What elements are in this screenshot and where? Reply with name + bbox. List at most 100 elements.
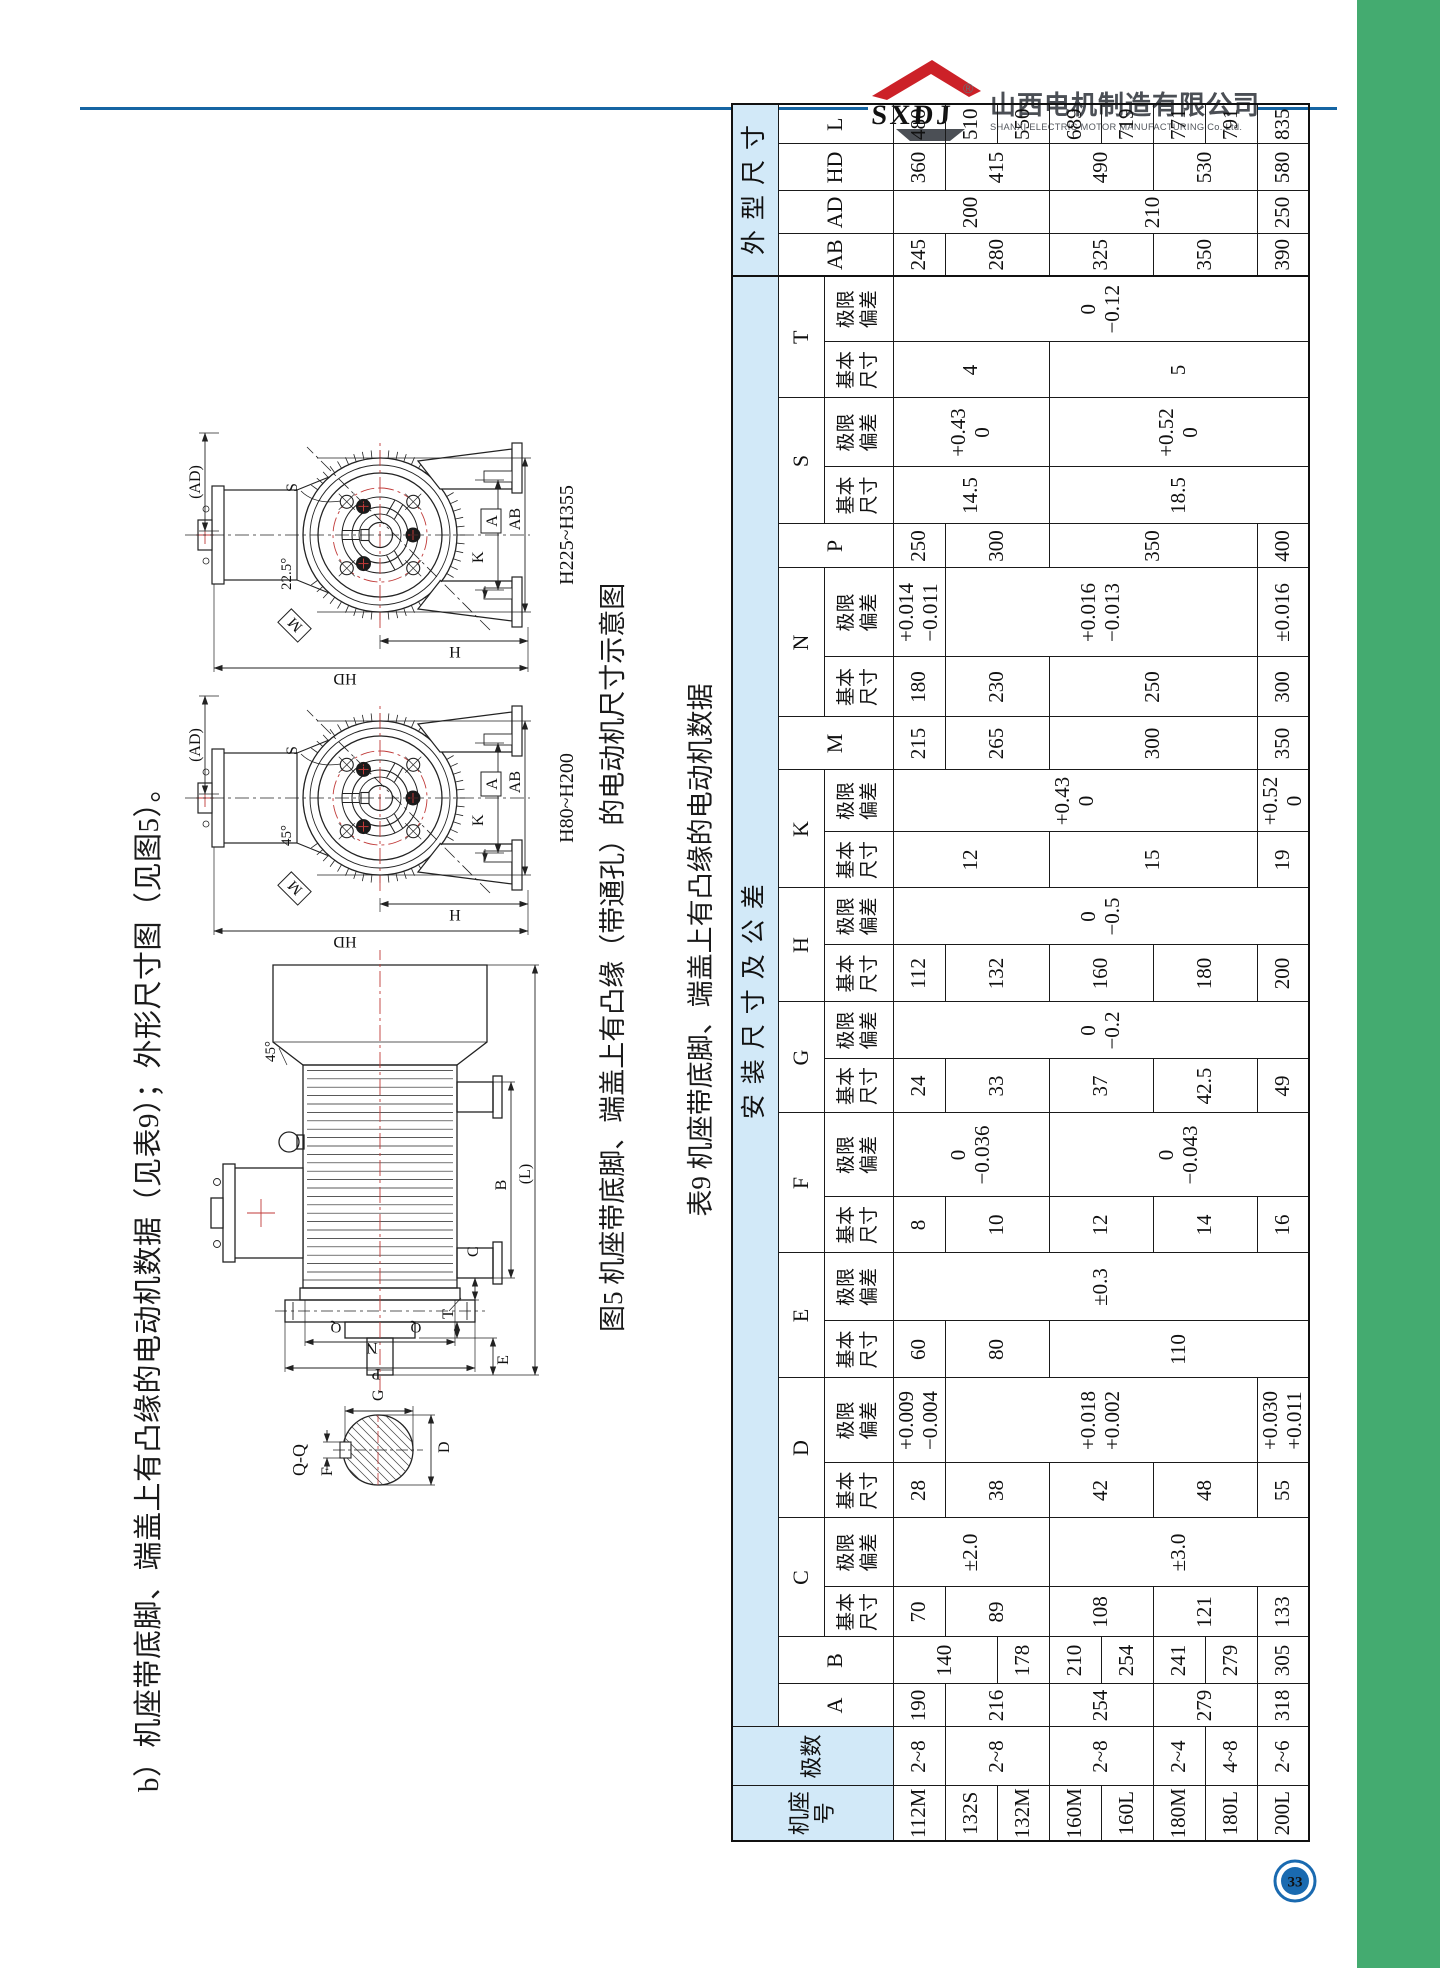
figure-caption: 图5 机座带底脚、端盖上有凸缘（带通孔）的电动机尺寸示意图 (598, 582, 628, 1332)
table-cell: 极限 偏差 (824, 888, 893, 945)
table-cell: C (778, 1518, 824, 1637)
table-cell: 160L (1101, 1786, 1153, 1841)
table-cell: 28 (893, 1463, 945, 1518)
table-cell: 38 (945, 1463, 1049, 1518)
page-number: 33 (1288, 1875, 1303, 1891)
table-cell: +0.009 −0.004 (893, 1378, 945, 1463)
table-cell: 极限 偏差 (824, 1113, 893, 1197)
table-cell: 180 (1153, 945, 1257, 1002)
table-cell: 490 (1049, 143, 1153, 191)
table-cell: 8 (893, 1197, 945, 1253)
table-cell: 48 (1153, 1463, 1257, 1518)
table-cell: 极限 偏差 (824, 770, 893, 832)
svg-text:(AD): (AD) (187, 728, 204, 762)
table-cell: 250 (893, 524, 945, 568)
table-cell: 132S (945, 1786, 997, 1841)
table-cell: 基本 尺寸 (824, 1059, 893, 1113)
page-number-badge: 33 (1273, 1859, 1317, 1903)
table-cell: AB (778, 233, 893, 276)
table-cell: 37 (1049, 1059, 1153, 1113)
table-cell: 771 (1153, 103, 1205, 144)
table-cell: 15 (1049, 832, 1257, 888)
table-cell: 极数 (732, 1727, 893, 1786)
table-cell: 132 (945, 945, 1049, 1002)
table-cell: 254 (1049, 1684, 1153, 1727)
table-cell: 480 (893, 103, 945, 144)
table-cell: 极限 偏差 (824, 398, 893, 467)
table-cell: +0.52 0 (1049, 398, 1309, 467)
table-cell: 2~8 (893, 1727, 945, 1786)
table-cell: 70 (893, 1587, 945, 1637)
svg-text:22.5°: 22.5° (279, 558, 295, 590)
section-label-q2: Q (410, 1319, 421, 1335)
table-cell: H (778, 888, 824, 1002)
motor-end-view-small (185, 705, 530, 894)
table-cell: 279 (1205, 1637, 1257, 1684)
table-cell: 216 (945, 1684, 1049, 1727)
table-cell: F (778, 1113, 824, 1253)
table-cell: 178 (997, 1637, 1049, 1684)
table-cell: 极限 偏差 (824, 568, 893, 657)
table-cell: 基本 尺寸 (824, 1321, 893, 1378)
table-cell: 110 (1049, 1321, 1309, 1378)
table-cell: 791 (1205, 103, 1257, 144)
table-cell: E (778, 1253, 824, 1378)
svg-text:H225~H355: H225~H355 (556, 485, 578, 585)
table-cell: HD (778, 143, 893, 191)
table-cell: 基本 尺寸 (824, 342, 893, 398)
table-cell: 60 (893, 1321, 945, 1378)
table-cell: 580 (1257, 143, 1309, 191)
table-cell: 200L (1257, 1786, 1309, 1841)
company-name-en: SHANXI ELECTRIC MOTOR MANUFACTURING Co.,… (990, 122, 1243, 132)
company-name-block: 山西电机制造有限公司 SHANXI ELECTRIC MOTOR MANUFAC… (990, 92, 1260, 132)
table-cell: 180M (1153, 1786, 1205, 1841)
table-cell: +0.018 +0.002 (945, 1378, 1257, 1463)
table-cell: 210 (1049, 190, 1257, 234)
table-cell: 14 (1153, 1197, 1257, 1253)
table-cell: 55 (1257, 1463, 1309, 1518)
table-cell: 300 (1257, 657, 1309, 717)
table-cell: 215 (893, 717, 945, 770)
dim-label-l: (L) (517, 1164, 534, 1184)
table-cell: 530 (1153, 143, 1257, 191)
table-cell: 245 (893, 233, 945, 276)
table-cell: 415 (945, 143, 1049, 191)
table-cell: 180 (893, 657, 945, 717)
table-cell: 14.5 (893, 467, 1049, 524)
svg-text:A: A (484, 515, 501, 527)
rotated-content: b）机座带底脚、端盖上有凸缘的电动机数据（见表9）；外形尺寸图（见图5）。 (85, 85, 1370, 1880)
table-cell: 200 (893, 190, 1049, 234)
table-cell: 300 (1049, 717, 1257, 770)
svg-text:A: A (484, 778, 501, 790)
table-cell: 10 (945, 1197, 1049, 1253)
table-cell: 极限 偏差 (824, 1518, 893, 1587)
table-cell: 基本 尺寸 (824, 1463, 893, 1518)
table-cell: 42.5 (1153, 1059, 1257, 1113)
table-cell: 550 (997, 103, 1049, 144)
table-cell: 108 (1049, 1587, 1153, 1637)
dim-label-d: D (436, 1441, 453, 1453)
svg-text:H: H (449, 906, 461, 923)
figure-5-drawing: T C E B (L) P N Q Q 45° (184, 432, 578, 1486)
table-cell: M (778, 717, 893, 770)
table-cell: +0.030 +0.011 (1257, 1378, 1309, 1463)
table-cell: B (778, 1637, 893, 1684)
table-cell: 基本 尺寸 (824, 1197, 893, 1253)
dim-label-b: B (493, 1180, 510, 1191)
table-cell: 325 (1049, 233, 1153, 276)
table-cell: 基本 尺寸 (824, 832, 893, 888)
table-cell: 835 (1257, 103, 1309, 144)
svg-text:H: H (449, 643, 461, 660)
table-cell: 241 (1153, 1637, 1205, 1684)
svg-text:K: K (470, 551, 487, 563)
motor-side-view (210, 964, 503, 1376)
table-cell: 689 (1049, 103, 1101, 144)
table-cell: 0 −0.2 (893, 1002, 1309, 1059)
table-cell: 2~6 (1257, 1727, 1309, 1786)
table-cell: 160 (1049, 945, 1153, 1002)
table-cell: G (778, 1002, 824, 1113)
logo-text: SXDJ (870, 100, 954, 131)
